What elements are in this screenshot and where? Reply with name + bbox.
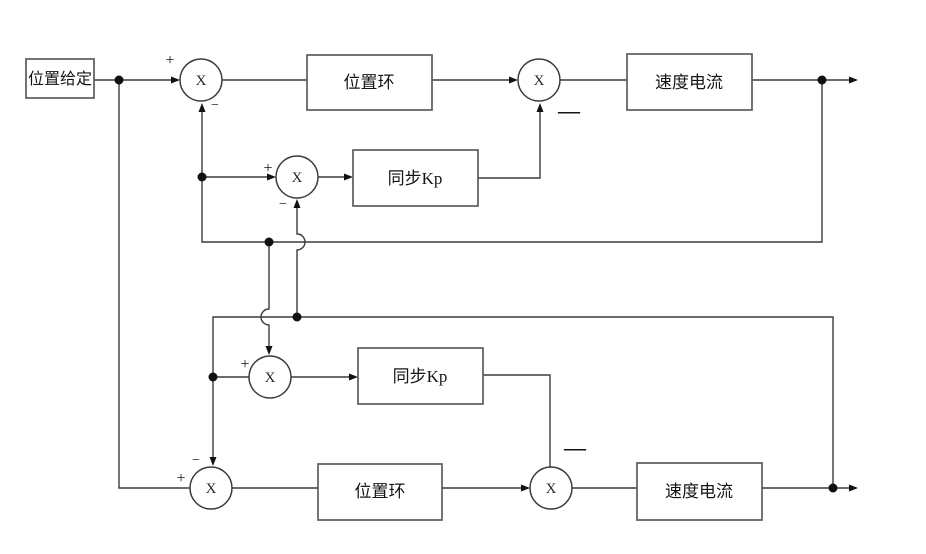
arrowhead-into-sum5-top (209, 457, 217, 466)
block-position-loop-top-label: 位置环 (344, 73, 395, 92)
arrowhead-into-sum1-left (171, 76, 180, 84)
arrowheads (171, 76, 858, 492)
summing-junction-6-circle (529, 466, 573, 510)
block-position-setpoint-box (25, 58, 95, 99)
block-position-loop-bottom: 位置环 (317, 463, 443, 521)
block-speed-current-top-label: 速度电流 (655, 73, 723, 92)
arrowhead-into-sync-kp-top (344, 173, 353, 181)
summing-junction-3-symbol: X (292, 170, 303, 186)
block-speed-current-top: 速度电流 (626, 53, 753, 111)
summing-junction-1: X (179, 58, 223, 102)
block-speed-current-top-box (626, 53, 753, 111)
summing-junction-5-circle (189, 466, 233, 510)
block-sync-kp-top-box (352, 149, 479, 207)
block-sync-kp-top-label: 同步Kp (388, 169, 443, 188)
minus-sign-sum1-bottom: − (211, 98, 219, 113)
junction-dots (114, 75, 838, 493)
summing-junction-4-circle (248, 355, 292, 399)
summing-junction-6: X (529, 466, 573, 510)
block-speed-current-bottom: 速度电流 (636, 462, 763, 521)
junction-dot (817, 75, 827, 85)
summing-junction-2-symbol: X (534, 73, 545, 89)
arrowhead-into-sum3-bottom (293, 199, 301, 208)
arrowhead-bottom-output (849, 484, 858, 492)
summing-junction-4-symbol: X (265, 370, 276, 386)
block-position-setpoint-label: 位置给定 (28, 70, 92, 88)
summing-junction-5: X (189, 466, 233, 510)
summing-junction-2: X (517, 58, 561, 102)
plus-sign-sum1-left: + (165, 52, 174, 69)
block-sync-kp-bottom-box (357, 347, 484, 405)
summing-junction-3-circle (275, 155, 319, 199)
minus-sign-sum2-bottom: — (557, 98, 581, 123)
block-speed-current-bottom-label: 速度电流 (665, 482, 733, 501)
junction-dot (208, 372, 218, 382)
minus-sign-sum5-top: − (192, 453, 200, 468)
block-sync-kp-bottom-label: 同步Kp (393, 367, 448, 386)
summing-junction-3: X (275, 155, 319, 199)
junction-dot (114, 75, 124, 85)
summing-junction-4: X (248, 355, 292, 399)
wire-top-feedback-to-sum4-with-hop (260, 242, 270, 347)
block-position-loop-top-box (306, 54, 433, 111)
signal-wires (94, 79, 852, 489)
wire-bottom-feedback-to-sum3-with-hop (296, 208, 306, 317)
minus-sign-sum6-top: — (563, 435, 587, 460)
arrowhead-into-sum2-bottom (536, 103, 544, 112)
summing-junction-5-symbol: X (206, 481, 217, 497)
block-speed-current-bottom-box (636, 462, 763, 521)
block-sync-kp-bottom: 同步Kp (357, 347, 484, 405)
junction-dot (197, 172, 207, 182)
block-sync-kp-top: 同步Kp (352, 149, 479, 207)
summing-junction-1-symbol: X (196, 73, 207, 89)
plus-sign-sum5-left: + (176, 470, 185, 487)
plus-sign-sum3-left: + (263, 160, 272, 177)
summing-junction-2-circle (517, 58, 561, 102)
junction-dot (264, 237, 274, 247)
block-position-loop-top: 位置环 (306, 54, 433, 111)
summing-junction-1-circle (179, 58, 223, 102)
plus-sign-sum4-left: + (240, 356, 249, 373)
arrowhead-into-sync-kp-bottom (349, 373, 358, 381)
summing-junction-6-symbol: X (546, 481, 557, 497)
block-position-loop-bottom-box (317, 463, 443, 521)
wire-sync-kp-top-to-sum2 (478, 112, 541, 179)
junction-dot (828, 483, 838, 493)
arrowhead-into-sum6-left (521, 484, 530, 492)
block-position-setpoint: 位置给定 (25, 58, 95, 99)
input-signs: + − — + − + − + — (165, 52, 587, 487)
arrowhead-into-sum1-bottom (198, 103, 206, 112)
arrowhead-top-output (849, 76, 858, 84)
junction-dot (292, 312, 302, 322)
arrowhead-into-sum4-top (265, 346, 273, 355)
wire-bottom-feedback (212, 316, 834, 488)
block-position-loop-bottom-label: 位置环 (355, 482, 406, 501)
wire-setpoint-to-sum5 (118, 80, 191, 489)
arrowhead-into-sum2-left (509, 76, 518, 84)
arrowhead-into-sum3-left (267, 173, 276, 181)
wire-sync-kp-bottom-to-sum6 (483, 374, 551, 467)
minus-sign-sum3-bottom: − (279, 197, 287, 212)
